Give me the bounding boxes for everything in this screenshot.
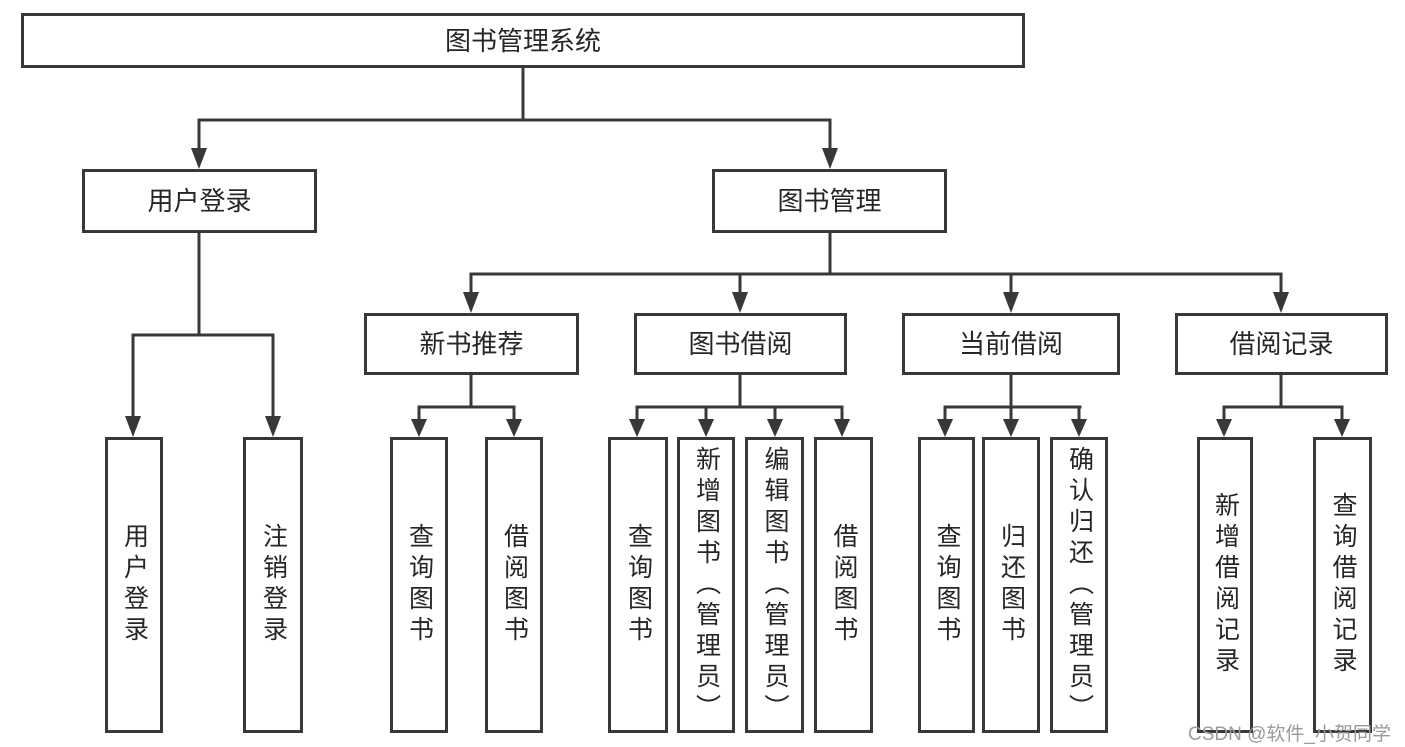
leaf-recommend-borrow-books: 借阅图书: [485, 437, 543, 733]
node-new-book-recommend: 新书推荐: [364, 313, 579, 375]
node-book-borrow: 图书借阅: [634, 313, 847, 375]
leaf-add-borrow-record: 新增借阅记录: [1197, 437, 1253, 733]
node-current-borrow: 当前借阅: [902, 313, 1120, 375]
node-book-management: 图书管理: [712, 169, 947, 233]
node-user-login: 用户登录: [82, 169, 317, 233]
leaf-edit-books-admin: 编辑图书（管理员）: [745, 437, 804, 733]
leaf-add-books-admin: 新增图书（管理员）: [677, 437, 735, 733]
leaf-logout-login: 注销登录: [243, 437, 303, 733]
leaf-user-login: 用户登录: [105, 437, 163, 733]
node-borrow-records: 借阅记录: [1175, 313, 1388, 375]
watermark: CSDN @软件_小贺同学: [1188, 724, 1391, 745]
node-root-system: 图书管理系统: [21, 13, 1025, 68]
leaf-query-borrow-record: 查询借阅记录: [1313, 437, 1372, 733]
leaf-borrow-books: 借阅图书: [814, 437, 873, 733]
leaf-borrow-query-books: 查询图书: [608, 437, 668, 733]
leaf-recommend-query-books: 查询图书: [390, 437, 448, 733]
leaf-current-query-books: 查询图书: [918, 437, 975, 733]
leaf-return-books: 归还图书: [982, 437, 1040, 733]
leaf-confirm-return-admin: 确认归还（管理员）: [1050, 437, 1108, 733]
